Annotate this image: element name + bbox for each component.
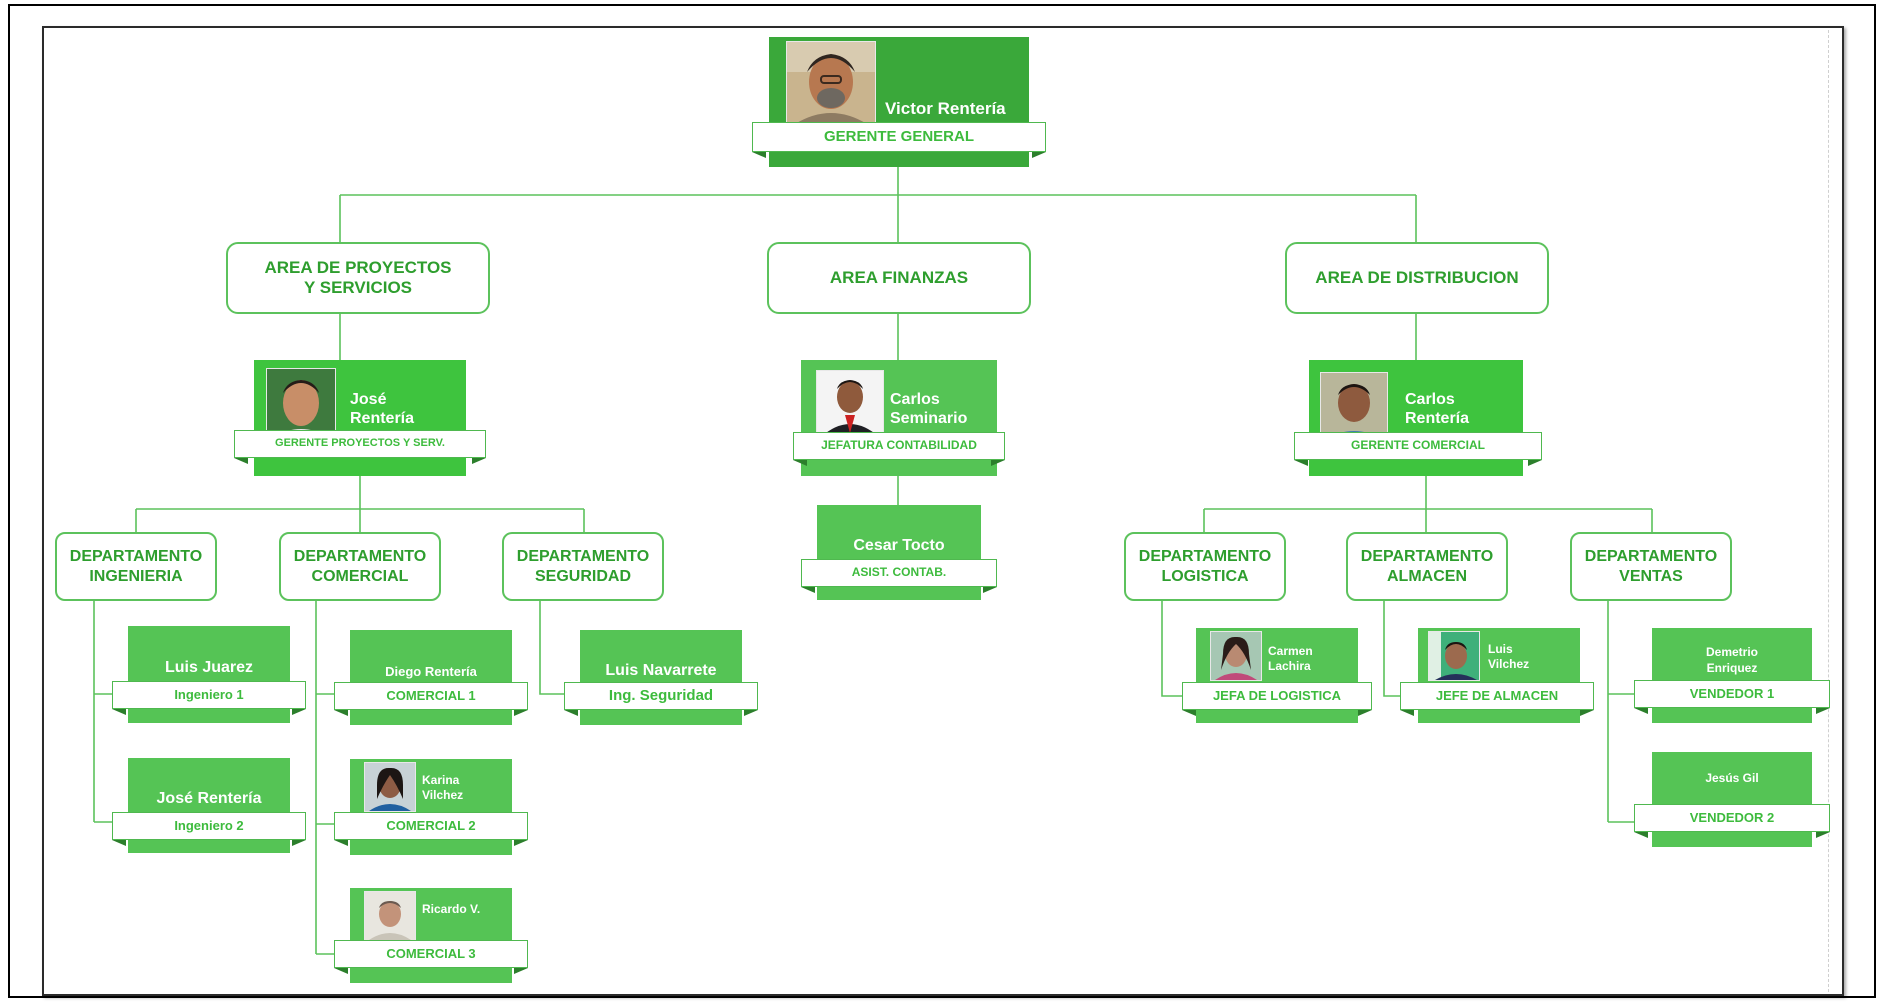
connector (339, 167, 1417, 242)
person-name: Luis Juarez (164, 659, 254, 676)
area-proyectos[interactable]: AREA DE PROYECTOS Y SERVICIOS (226, 242, 490, 314)
person-name: José Rentería (350, 391, 415, 427)
area-distribucion[interactable]: AREA DE DISTRIBUCION (1285, 242, 1549, 314)
person-card-luis-vilchez[interactable]: Luis Vilchez JEFE DE ALMACEN (1400, 628, 1594, 723)
job-title: VENDEDOR 1 (1634, 680, 1830, 714)
dept-seguridad[interactable]: DEPARTAMENTO SEGURIDAD (502, 532, 664, 601)
person-card-carmen-lachira[interactable]: Carmen Lachira JEFA DE LOGISTICA (1182, 628, 1372, 723)
person-name: Ricardo V. (422, 902, 481, 916)
job-title: ASIST. CONTAB. (801, 559, 997, 593)
person-name: Diego Rentería (385, 664, 477, 679)
connector (539, 601, 564, 695)
person-name: Demetrio Enriquez (1705, 645, 1758, 675)
avatar (1320, 372, 1388, 440)
dept-ingenieria[interactable]: DEPARTAMENTO INGENIERIA (55, 532, 217, 601)
area-finanzas[interactable]: AREA FINANZAS (767, 242, 1031, 314)
connector (1607, 601, 1634, 823)
person-name: Carlos Rentería (1405, 391, 1470, 427)
person-card-cesar-tocto[interactable]: Cesar Tocto ASIST. CONTAB. (801, 505, 997, 600)
avatar (364, 891, 416, 941)
person-name: Cesar Tocto (853, 537, 945, 554)
dept-ventas[interactable]: DEPARTAMENTO VENTAS (1570, 532, 1732, 601)
person-card-jose-renteria[interactable]: José Rentería GERENTE PROYECTOS Y SERV. (234, 360, 486, 476)
person-card-demetrio-enriquez[interactable]: Demetrio Enriquez VENDEDOR 1 (1634, 628, 1830, 723)
job-title: GERENTE GENERAL (752, 122, 1046, 158)
avatar (1428, 631, 1480, 681)
person-card-luis-navarrete[interactable]: Luis Navarrete Ing. Seguridad (564, 630, 758, 725)
connector (339, 314, 1417, 360)
job-title: VENDEDOR 2 (1634, 804, 1830, 838)
job-title: COMERCIAL 3 (334, 940, 528, 974)
person-card-carlos-seminario[interactable]: Carlos Seminario JEFATURA CONTABILIDAD (793, 360, 1005, 476)
person-name: José Rentería (156, 790, 262, 807)
avatar (364, 762, 416, 812)
dept-comercial[interactable]: DEPARTAMENTO COMERCIAL (279, 532, 441, 601)
job-title: Ingeniero 1 (112, 681, 306, 715)
chart-canvas (42, 26, 1844, 996)
avatar (786, 41, 876, 125)
dept-almacen[interactable]: DEPARTAMENTO ALMACEN (1346, 532, 1508, 601)
person-name: Luis Vilchez (1488, 642, 1530, 671)
person-name: Carlos Seminario (890, 391, 968, 427)
connector (135, 476, 585, 532)
outer-frame (8, 4, 1876, 998)
job-title: JEFA DE LOGISTICA (1182, 682, 1372, 716)
page-boundary (1828, 30, 1829, 992)
avatar (1210, 631, 1262, 681)
person-name: Jesús Gil (1705, 771, 1759, 785)
person-card-jesus-gil[interactable]: Jesús Gil VENDEDOR 2 (1634, 752, 1830, 847)
connector (1203, 476, 1653, 532)
person-name: Carmen Lachira (1268, 644, 1313, 673)
job-title: GERENTE PROYECTOS Y SERV. (234, 430, 486, 464)
job-title: Ingeniero 2 (112, 812, 306, 846)
person-card-ceo[interactable]: Victor Rentería GERENTE GENERAL (752, 37, 1046, 167)
job-title: JEFATURA CONTABILIDAD (793, 432, 1005, 466)
person-card-karina-vilchez[interactable]: Karina Vilchez COMERCIAL 2 (334, 759, 528, 855)
avatar (816, 370, 884, 438)
person-card-luis-juarez[interactable]: Luis Juarez Ingeniero 1 (112, 626, 306, 723)
person-card-diego-renteria[interactable]: Diego Rentería COMERCIAL 1 (334, 630, 528, 725)
person-card-ricardo-v[interactable]: Ricardo V. COMERCIAL 3 (334, 888, 528, 983)
avatar (266, 368, 336, 438)
connector (93, 601, 112, 823)
connector (1383, 601, 1402, 697)
person-name: Luis Navarrete (605, 662, 717, 679)
person-name: Victor Rentería (885, 99, 1006, 118)
job-title: COMERCIAL 2 (334, 812, 528, 846)
job-title: GERENTE COMERCIAL (1294, 432, 1542, 466)
job-title: COMERCIAL 1 (334, 682, 528, 716)
person-card-jose-renteria-2[interactable]: José Rentería Ingeniero 2 (112, 758, 306, 853)
connector (1161, 601, 1182, 697)
job-title: Ing. Seguridad (564, 682, 758, 716)
person-card-carlos-renteria[interactable]: Carlos Rentería GERENTE COMERCIAL (1294, 360, 1542, 476)
job-title: JEFE DE ALMACEN (1400, 682, 1594, 716)
person-name: Karina Vilchez (422, 773, 464, 802)
connector (315, 601, 334, 955)
dept-logistica[interactable]: DEPARTAMENTO LOGISTICA (1124, 532, 1286, 601)
